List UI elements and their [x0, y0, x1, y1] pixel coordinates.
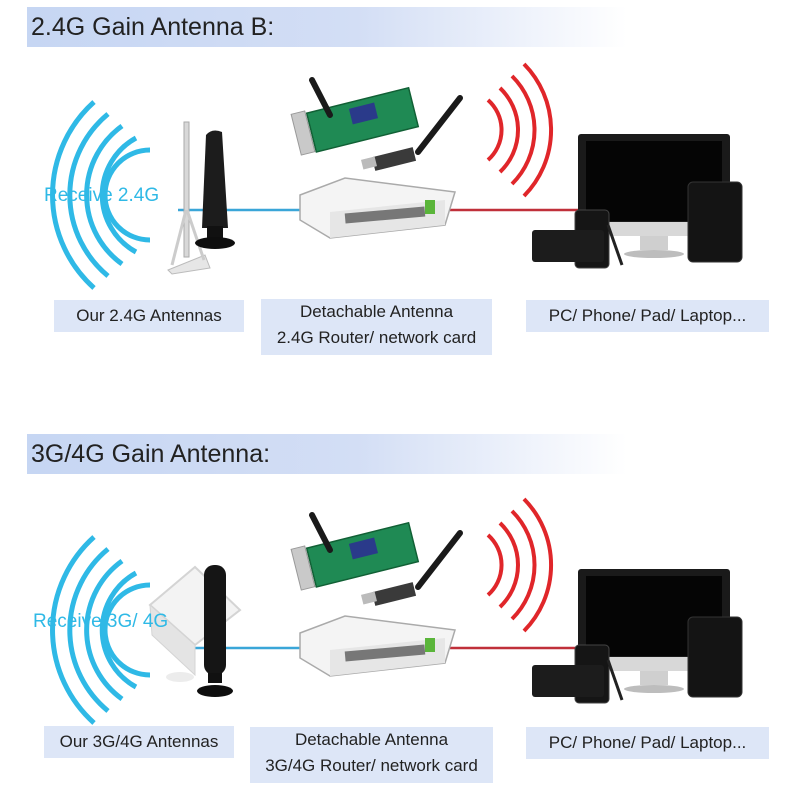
- stick-antenna-icon: [197, 565, 233, 697]
- scene-graphics: [50, 62, 743, 290]
- laptop-icon: [532, 230, 604, 262]
- section-title: 3G/4G Gain Antenna:: [31, 440, 271, 468]
- router-icon: [299, 177, 456, 239]
- router-label-box: Detachable Antenna 3G/4G Router/ network…: [250, 727, 493, 783]
- stick-antenna-icon: [195, 130, 235, 249]
- diagram-scene-2-4g: Receive 2.4G: [0, 60, 800, 300]
- scene-graphics: [50, 497, 743, 725]
- diagram-scene-3g-4g: Receive 3G/ 4G: [0, 495, 800, 735]
- incoming-signal-waves-icon: [50, 535, 151, 725]
- devices-label: PC/ Phone/ Pad/ Laptop...: [526, 727, 769, 759]
- network-card-icon: [290, 512, 463, 606]
- antenna-label: Our 2.4G Antennas: [54, 300, 244, 332]
- receive-label: Receive 2.4G: [44, 185, 160, 206]
- router-label-line1: Detachable Antenna: [294, 730, 449, 749]
- section-header-3g-4g: 3G/4G Gain Antenna:: [27, 434, 627, 474]
- outgoing-signal-waves-icon: [486, 62, 553, 198]
- router-icon: [299, 615, 456, 677]
- devices-label: PC/ Phone/ Pad/ Laptop...: [526, 300, 769, 332]
- router-label-line1: Detachable Antenna: [299, 302, 454, 321]
- omni-antenna-icon: [167, 121, 211, 275]
- laptop-icon: [532, 665, 604, 697]
- section-title: 2.4G Gain Antenna B:: [31, 13, 275, 41]
- router-label-box: Detachable Antenna 2.4G Router/ network …: [261, 299, 492, 355]
- router-label-line2: 3G/4G Router/ network card: [265, 756, 478, 775]
- section-header-2-4g: 2.4G Gain Antenna B:: [27, 7, 627, 47]
- receive-label: Receive 3G/ 4G: [33, 611, 169, 632]
- antenna-label: Our 3G/4G Antennas: [44, 726, 234, 758]
- outgoing-signal-waves-icon: [486, 497, 553, 633]
- router-label-line2: 2.4G Router/ network card: [276, 328, 477, 347]
- tablet-icon: [687, 181, 743, 263]
- incoming-signal-waves-icon: [50, 100, 151, 290]
- network-card-icon: [290, 77, 463, 171]
- tablet-icon: [687, 616, 743, 698]
